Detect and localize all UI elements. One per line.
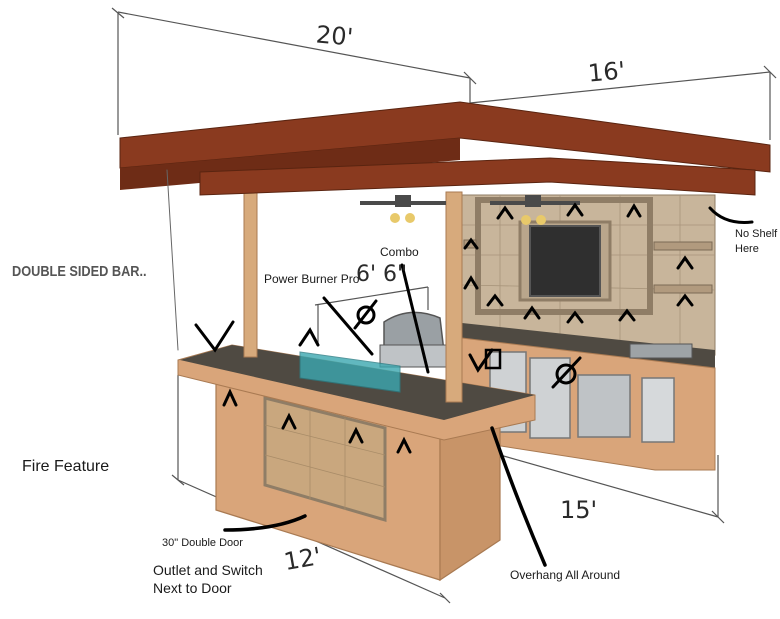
combo-label: Combo (380, 245, 419, 259)
double-door-label: 30" Double Door (162, 537, 243, 549)
no-shelf-label-line2: Here (735, 243, 759, 255)
dimension-bar-height: 6' 6" (356, 262, 408, 287)
fire-feature-glass (299, 351, 401, 393)
fire-feature-label: Fire Feature (22, 458, 110, 475)
grill (379, 311, 451, 368)
double-sided-bar-label: DOUBLE SIDED BAR.. (12, 263, 147, 280)
outlet-label-line2: Next to Door (153, 580, 232, 596)
tv-screen (529, 225, 601, 297)
hand-caret-marks (222, 202, 694, 454)
hand-annotations (166, 169, 754, 567)
power-burner-label: Power Burner Pro (264, 272, 360, 286)
ceiling-fans (360, 195, 580, 225)
outlet-label-line1: Outlet and Switch (153, 562, 263, 578)
dimension-top-length: 20' (314, 20, 355, 52)
dimension-top-depth: 16' (586, 56, 627, 88)
pergola-roof (119, 101, 771, 196)
pergola-posts (243, 191, 463, 403)
dimension-lines (111, 7, 777, 604)
dimension-kitchen-length: 15' (560, 496, 598, 524)
back-counter (461, 323, 716, 471)
overhang-label: Overhang All Around (510, 568, 621, 582)
no-shelf-label-line1: No Shelf (735, 228, 778, 240)
